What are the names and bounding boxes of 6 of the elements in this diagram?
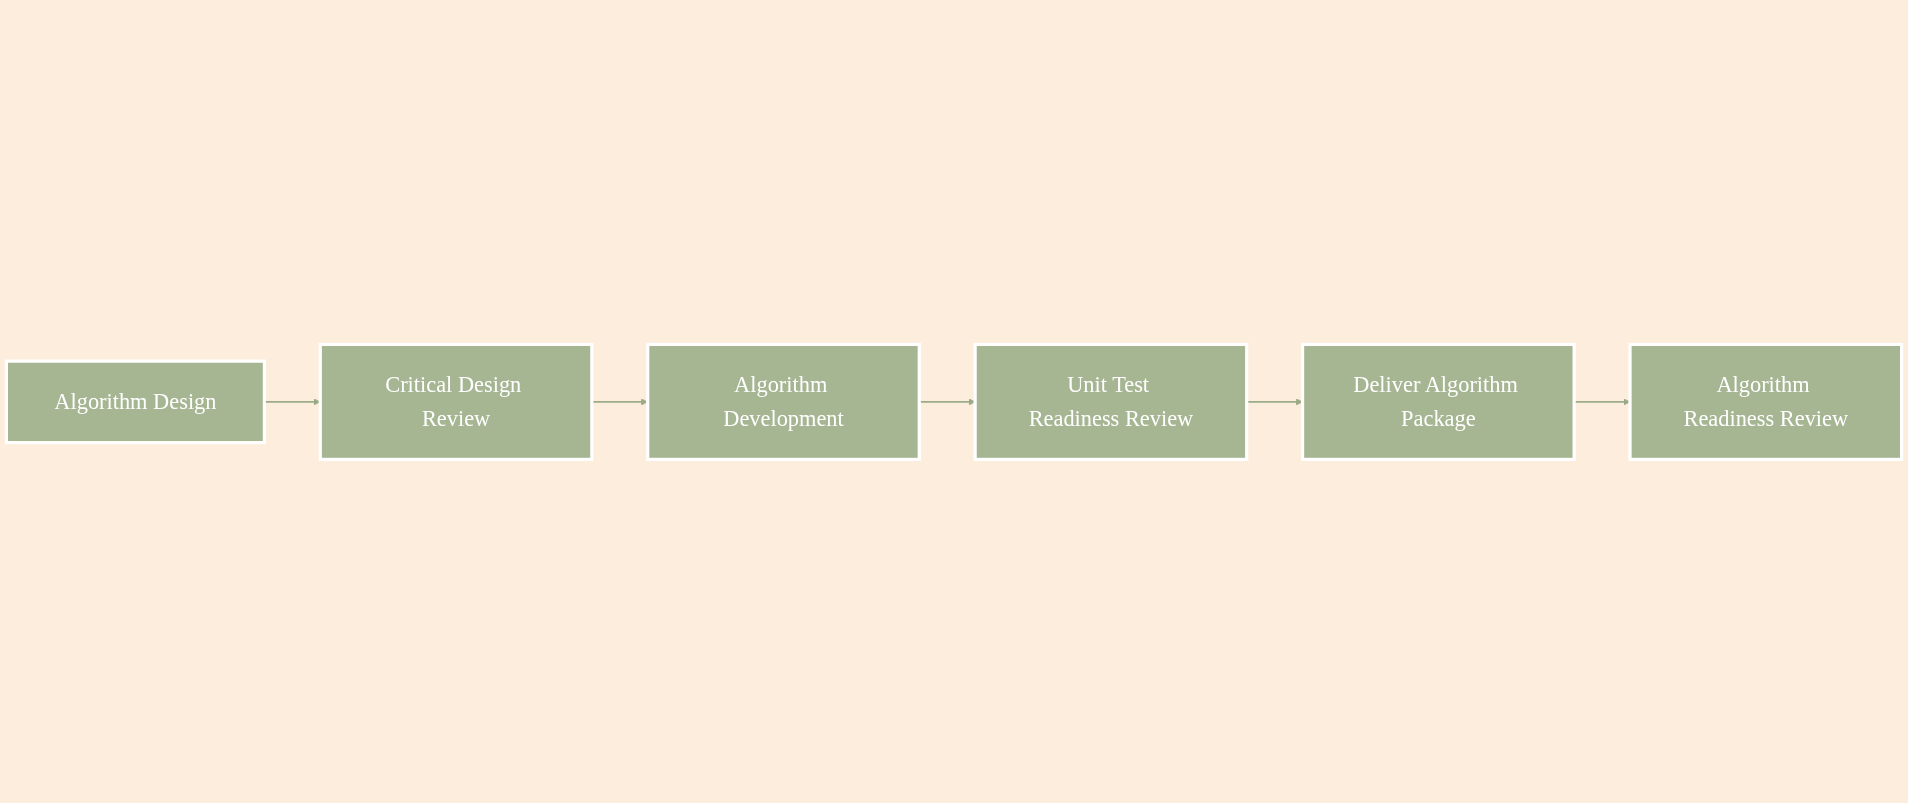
node-box: Algorithm Design	[4, 359, 266, 444]
node-box: Deliver Algorithm Package	[1301, 342, 1576, 461]
node-box: Algorithm Development	[646, 342, 921, 461]
node-box: Critical Design Review	[318, 342, 594, 461]
node-box: Unit Test Readiness Review	[973, 342, 1249, 461]
node-box: Algorithm Readiness Review	[1628, 342, 1904, 461]
